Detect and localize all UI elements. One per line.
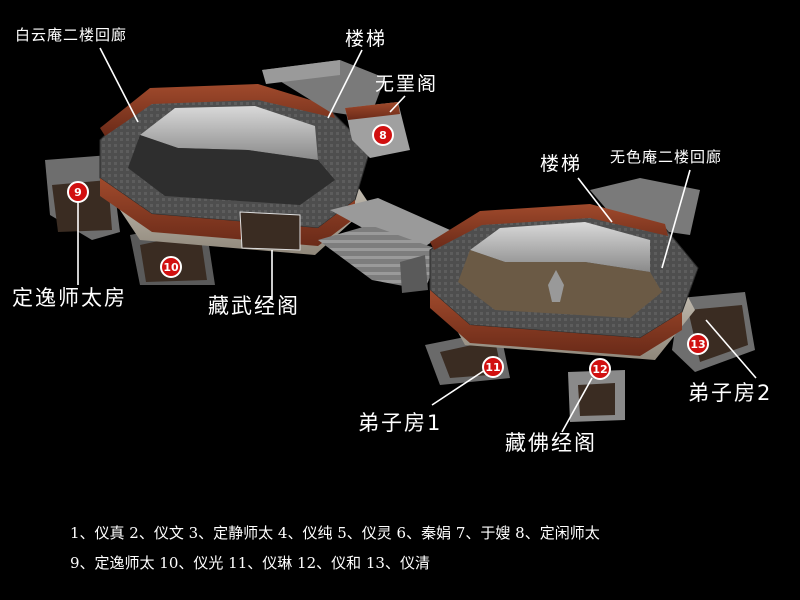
marker-11[interactable]: 11 [482,356,504,378]
left-parapet [100,84,335,136]
label-disciple-room-2: 弟子房2 [688,381,773,405]
marker-9[interactable]: 9 [67,181,89,203]
leader-dizi2 [705,319,757,379]
bridge-top [330,198,450,255]
right-outer-wall [430,290,682,356]
leader-cangfo [561,377,593,433]
left-stair-tower-wall [262,60,340,84]
cangwu-entrance [239,211,301,251]
label-disciple-room-1: 弟子房1 [358,411,443,435]
marker-10[interactable]: 10 [160,256,182,278]
left-inner-wall [140,106,318,160]
leader-stairs-right [577,177,613,223]
label-dingyi-room: 定逸师太房 [12,286,127,310]
bridge [318,198,450,293]
right-parapet [430,204,668,250]
leader-wuse [661,169,691,269]
bridge-pillar [400,255,428,293]
label-baiyun-corridor: 白云庵二楼回廊 [15,26,128,44]
label-stairs-left: 楼梯 [345,28,388,50]
leader-baiyun [99,47,139,123]
leader-wuxing [389,95,406,113]
label-cangwu-pavilion: 藏武经阁 [208,294,300,318]
legend: 1、仪真 2、仪文 3、定静师太 4、仪纯 5、仪灵 6、秦娟 7、于嫂 8、定… [70,518,770,578]
legend-line-2: 9、定逸师太 10、仪光 11、仪琳 12、仪和 13、仪清 [70,554,430,572]
courtyard-pagoda [548,270,564,302]
leader-dizi1 [431,369,486,406]
label-cangfo-pavilion: 藏佛经阁 [505,431,597,455]
label-stairs-right: 楼梯 [540,153,583,175]
room-12-floor [578,383,615,416]
marker-8[interactable]: 8 [372,124,394,146]
wuxing-wall [345,102,400,120]
marker-12[interactable]: 12 [589,358,611,380]
leader-lines [77,47,757,433]
left-courtyard [128,135,335,205]
right-building [425,178,755,422]
right-inner-wall [470,222,650,272]
marker-13[interactable]: 13 [687,333,709,355]
label-wuse-corridor: 无色庵二楼回廊 [610,148,723,166]
legend-line-1: 1、仪真 2、仪文 3、定静师太 4、仪纯 5、仪灵 6、秦娟 7、于嫂 8、定… [70,524,600,542]
label-wuxing-pavilion: 无罣阁 [375,73,439,95]
leader-stairs-left [327,49,363,119]
